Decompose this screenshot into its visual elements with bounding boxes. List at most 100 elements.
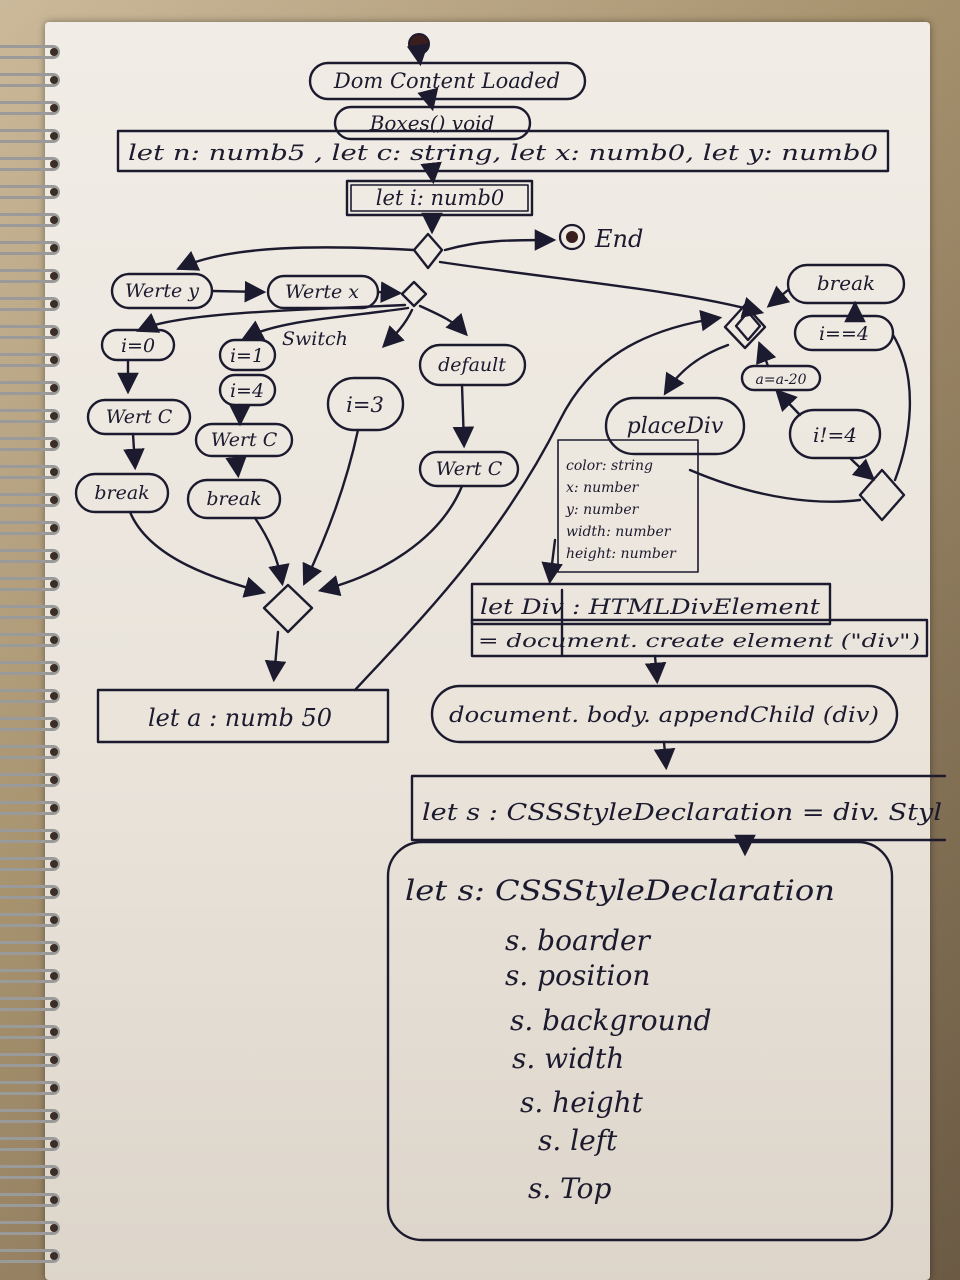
binding-hole — [50, 580, 58, 588]
style-prop-position: s. position — [505, 959, 650, 992]
param-y: y: number — [565, 502, 640, 518]
wert-c-2-label: Wert C — [211, 429, 278, 451]
dom-content-loaded-node — [308, 61, 587, 101]
binding-hole — [50, 1196, 58, 1204]
case-i3-label: i=3 — [346, 393, 384, 417]
let-s-style-box — [410, 774, 947, 842]
binding-ring — [0, 269, 60, 283]
binding-ring — [0, 297, 60, 311]
default-label: default — [438, 354, 506, 376]
binding-ring — [0, 1081, 60, 1095]
binding-ring — [0, 129, 60, 143]
param-color: color: string — [566, 458, 653, 474]
notebook-page — [45, 22, 930, 1280]
create-element-box — [470, 618, 929, 658]
binding-ring — [0, 689, 60, 703]
break-2-node — [186, 478, 282, 520]
params-box — [557, 439, 699, 573]
binding-ring — [0, 913, 60, 927]
binding-ring — [0, 157, 60, 171]
create-element-label: = document. create element ("div") — [478, 630, 920, 652]
default-node — [418, 343, 527, 387]
binding-ring — [0, 885, 60, 899]
binding-hole — [50, 748, 58, 756]
binding-ring — [0, 801, 60, 815]
case-i1-node — [218, 338, 277, 372]
binding-hole — [50, 384, 58, 392]
binding-hole — [50, 636, 58, 644]
binding-ring — [0, 661, 60, 675]
append-child-label: document. body. appendChild (div) — [449, 703, 879, 727]
style-box-title: let s: CSSStyleDeclaration — [405, 874, 835, 907]
case-i0-node — [100, 328, 176, 362]
binding-ring — [0, 605, 60, 619]
case-i1-label: i=1 — [230, 345, 264, 367]
binding-ring — [0, 493, 60, 507]
case-i3-node — [326, 376, 405, 432]
binding-ring — [0, 717, 60, 731]
binding-hole — [50, 496, 58, 504]
binding-hole — [50, 48, 58, 56]
let-i-label: let i: numb0 — [376, 186, 505, 210]
binding-hole — [50, 300, 58, 308]
binding-ring — [0, 353, 60, 367]
binding-hole — [50, 720, 58, 728]
case-i4-label: i=4 — [230, 380, 264, 402]
binding-hole — [50, 1028, 58, 1036]
werte-y-label: Werte y — [125, 280, 199, 302]
binding-hole — [50, 1252, 58, 1260]
binding-hole — [50, 188, 58, 196]
binding-ring — [0, 857, 60, 871]
param-width: width: number — [566, 524, 672, 540]
binding-hole — [50, 76, 58, 84]
binding-ring — [0, 1193, 60, 1207]
cond-i-eq-4-label: i==4 — [819, 323, 869, 345]
binding-hole — [50, 860, 58, 868]
wert-c-3-node — [418, 450, 520, 488]
let-vars-label: let n: numb5 , let c: string, let x: num… — [128, 141, 878, 165]
start-node — [408, 33, 430, 55]
break-1-label: break — [94, 482, 149, 504]
binding-hole — [50, 972, 58, 980]
place-div-label: placeDiv — [627, 414, 724, 439]
let-div-box — [470, 582, 832, 626]
binding-hole — [50, 356, 58, 364]
wert-c-1-node — [86, 398, 192, 436]
style-prop-left: s. left — [538, 1124, 618, 1157]
binding-hole — [50, 916, 58, 924]
binding-ring — [0, 101, 60, 115]
dom-content-loaded-label: Dom Content Loaded — [333, 69, 560, 93]
binding-ring — [0, 577, 60, 591]
let-vars-box — [116, 129, 890, 173]
binding-hole — [50, 1168, 58, 1176]
binding-hole — [50, 664, 58, 672]
binding-ring — [0, 773, 60, 787]
binding-hole — [50, 776, 58, 784]
binding-ring — [0, 941, 60, 955]
binding-hole — [50, 1000, 58, 1008]
binding-ring — [0, 73, 60, 87]
binding-ring — [0, 633, 60, 647]
binding-hole — [50, 1112, 58, 1120]
cond-i-ne-4-label: i!=4 — [813, 423, 857, 447]
binding-hole — [50, 1084, 58, 1092]
binding-hole — [50, 608, 58, 616]
style-prop-background: s. background — [510, 1004, 712, 1037]
wert-c-1-label: Wert C — [106, 406, 173, 428]
switch-label: Switch — [282, 328, 348, 350]
binding-ring — [0, 45, 60, 59]
binding-ring — [0, 829, 60, 843]
param-x: x: number — [566, 480, 640, 496]
binding-ring — [0, 1165, 60, 1179]
binding-ring — [0, 1221, 60, 1235]
style-prop-height: s. height — [520, 1086, 644, 1119]
let-a-box — [96, 688, 390, 744]
binding-hole — [50, 888, 58, 896]
werte-x-label: Werte x — [285, 281, 359, 303]
binding-ring — [0, 969, 60, 983]
cond-i-ne-4-node — [788, 408, 882, 460]
break-1-node — [74, 472, 170, 514]
binding-ring — [0, 1137, 60, 1151]
loop-decision-node — [723, 303, 767, 350]
